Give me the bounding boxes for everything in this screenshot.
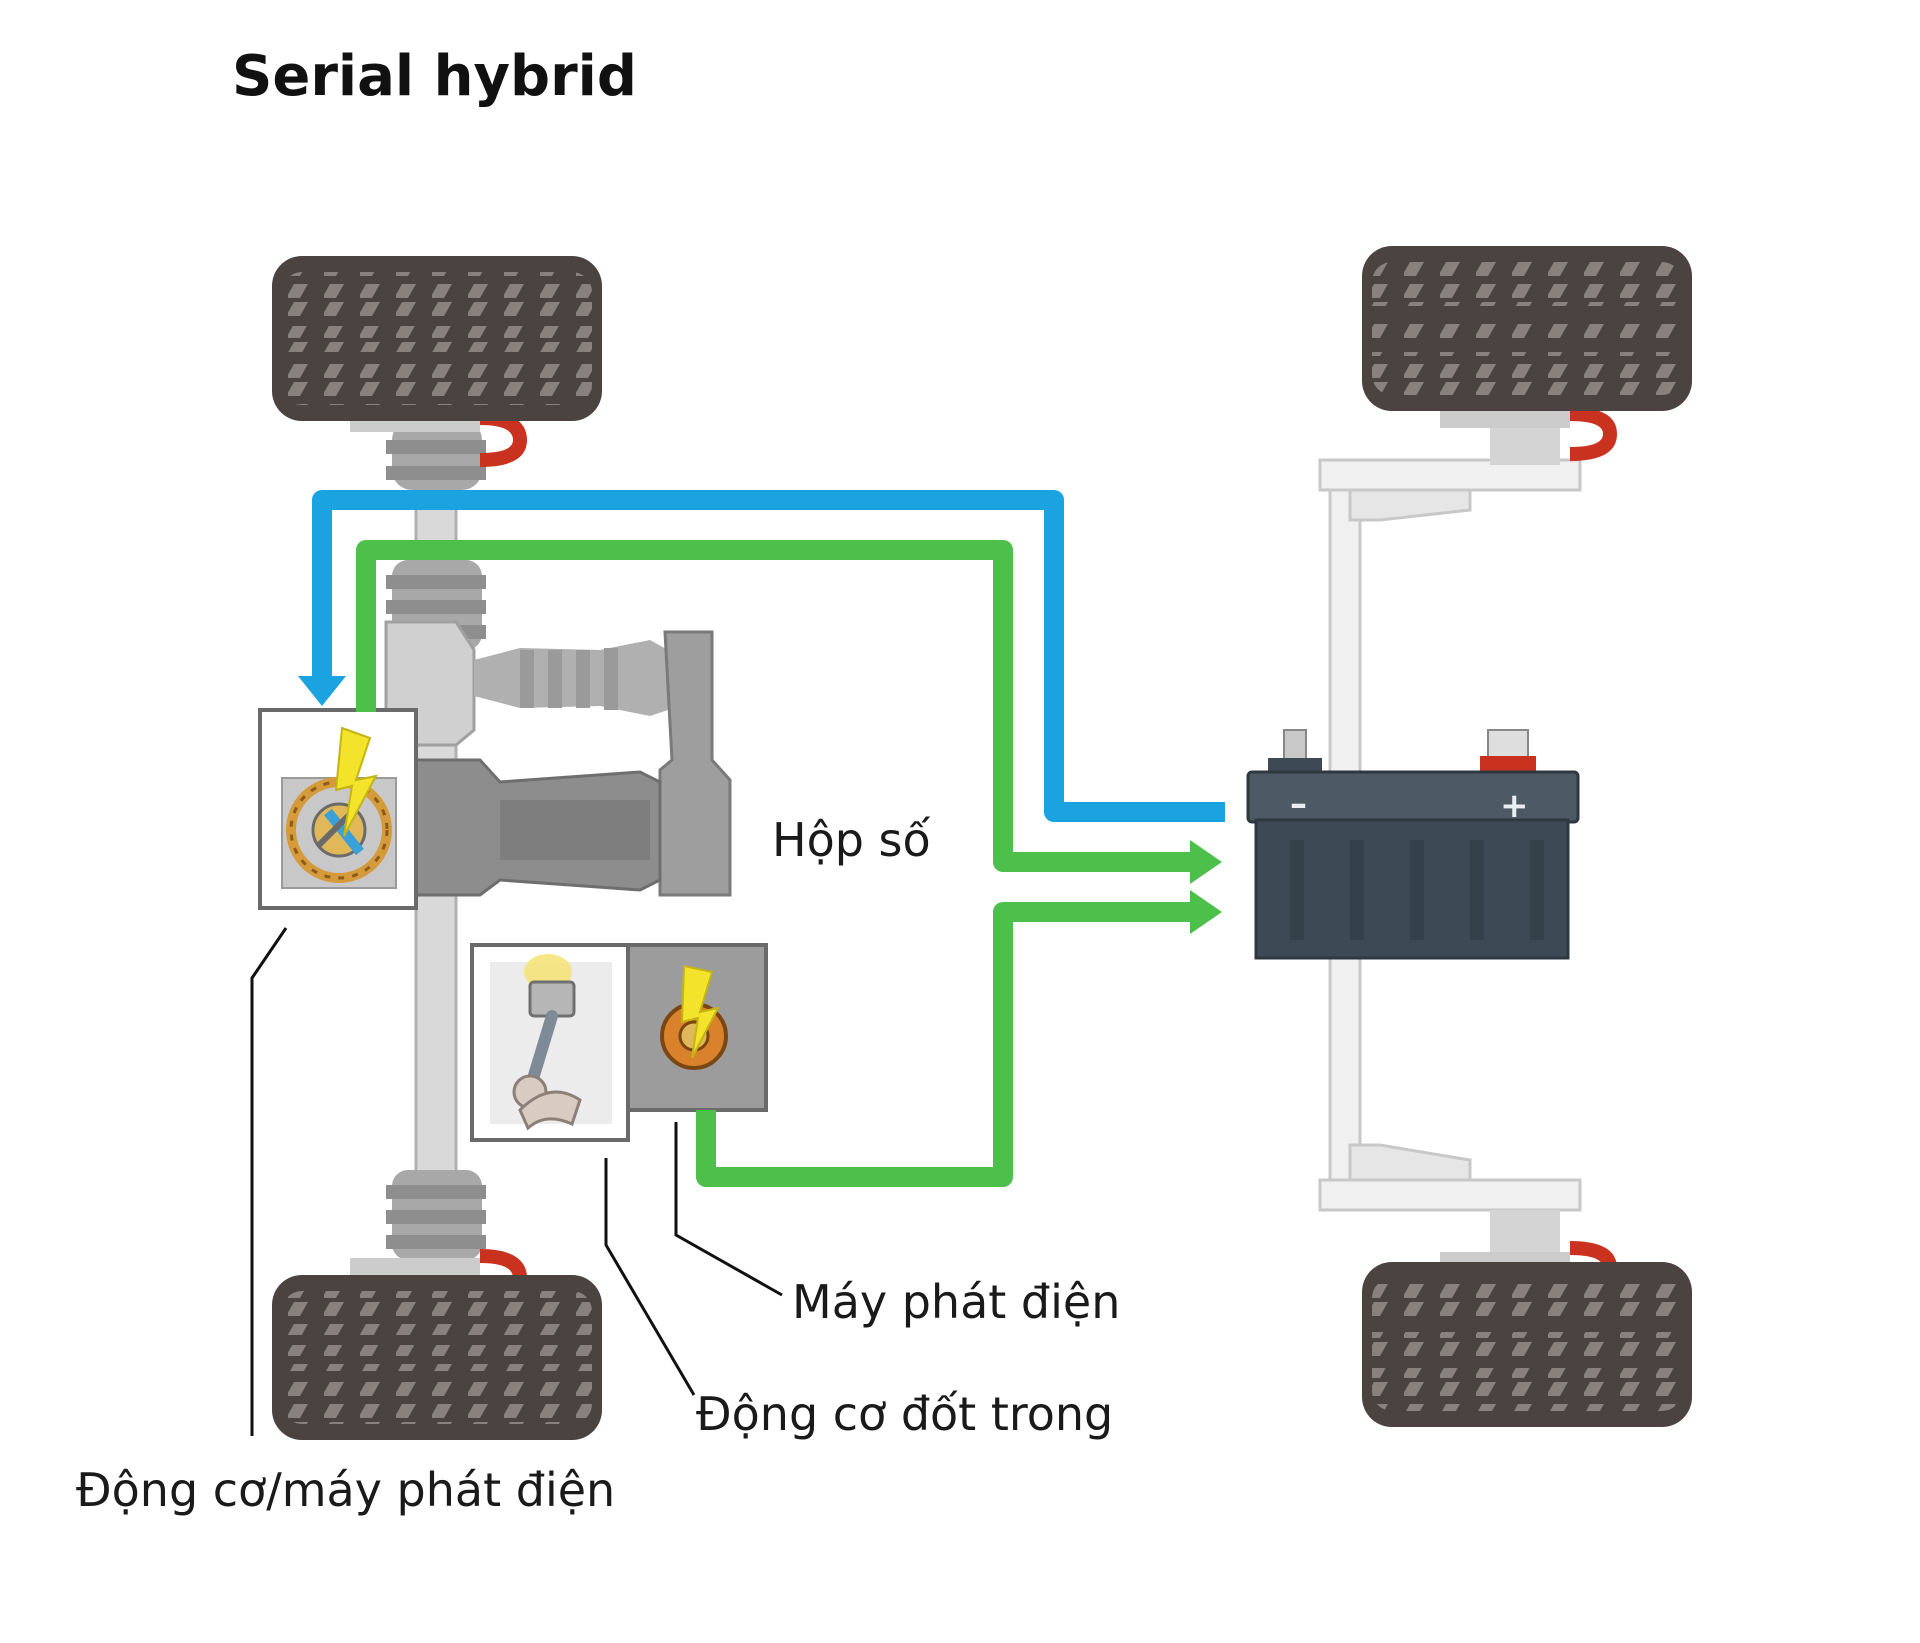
tire-icon bbox=[272, 256, 602, 421]
diagram-title: Serial hybrid bbox=[232, 44, 637, 109]
combustion-engine-unit bbox=[470, 943, 630, 1142]
label-combustion-engine: Động cơ đốt trong bbox=[696, 1387, 1113, 1441]
generator-unit bbox=[626, 943, 768, 1112]
label-gearbox: Hộp số bbox=[772, 813, 931, 867]
upper-cv-boot bbox=[386, 420, 486, 650]
blue-flow-arrow bbox=[298, 490, 1225, 822]
battery-icon: – + bbox=[1246, 729, 1580, 960]
lightning-icon bbox=[680, 964, 720, 1059]
tire-icon bbox=[272, 1275, 602, 1440]
piston-icon bbox=[512, 954, 582, 1131]
gearbox-icon bbox=[384, 620, 732, 897]
leader-line-combustion-engine bbox=[604, 1158, 696, 1396]
label-generator: Máy phát điện bbox=[792, 1275, 1120, 1329]
green-flow-arrow-motor bbox=[356, 540, 1222, 884]
label-motor-generator: Động cơ/máy phát điện bbox=[76, 1463, 615, 1517]
green-flow-arrow-generator bbox=[696, 890, 1222, 1187]
motor-generator-unit bbox=[258, 708, 418, 910]
tire-icon bbox=[1362, 246, 1692, 411]
lightning-icon bbox=[334, 726, 378, 837]
lower-cv-boot bbox=[386, 1170, 486, 1260]
leader-line-generator bbox=[674, 1122, 783, 1297]
battery-plus-sign: + bbox=[1500, 786, 1529, 826]
tire-icon bbox=[1362, 1262, 1692, 1427]
battery-minus-sign: – bbox=[1290, 784, 1307, 824]
leader-line-motor-generator bbox=[250, 927, 288, 1436]
